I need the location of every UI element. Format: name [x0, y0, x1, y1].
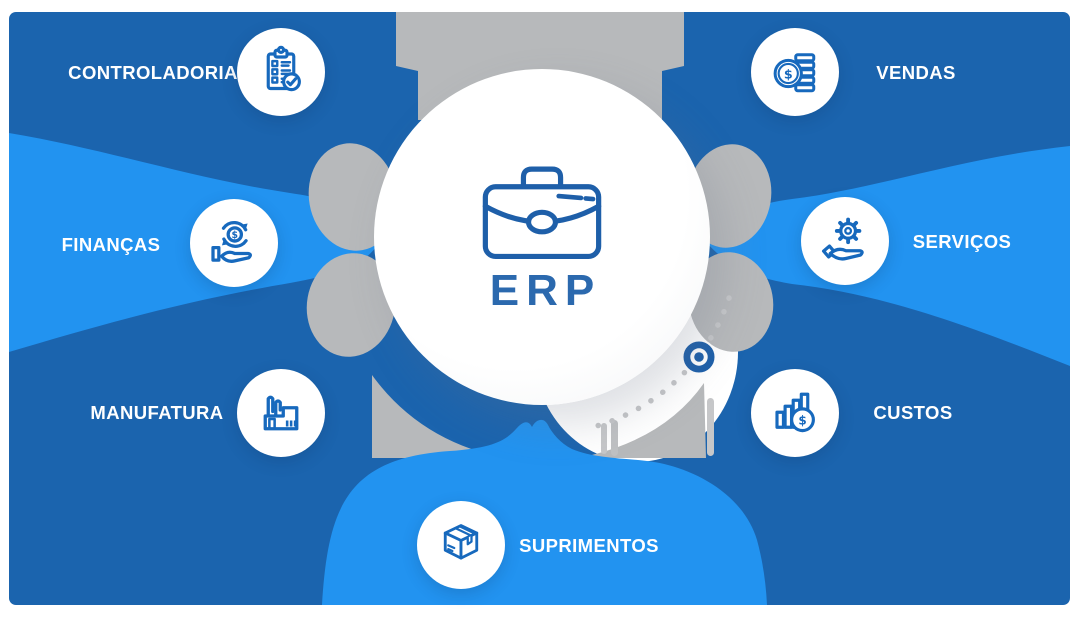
erp-center-circle: ERP: [374, 69, 710, 405]
label-servicos: SERVIÇOS: [912, 231, 1012, 252]
erp-title: ERP: [489, 266, 602, 315]
module-circle-servicos: [801, 197, 889, 285]
label-financas: FINANÇAS: [61, 234, 161, 255]
ruler-bar-icon: [707, 398, 714, 456]
label-custos: CUSTOS: [873, 402, 953, 423]
gear-shapes: [306, 12, 774, 463]
gear-hand-icon: [821, 217, 864, 261]
bullseye-node-icon: [681, 339, 717, 375]
module-circle-manufatura: [237, 369, 325, 457]
label-manufatura: MANUFATURA: [90, 402, 224, 423]
module-circle-financas: $: [190, 199, 278, 287]
gear-bottom-band: [372, 375, 706, 463]
gear-right-tooth-bottom: [688, 252, 774, 352]
coins-stack-icon: $: [773, 53, 816, 93]
gear-left-tooth-bottom: [306, 253, 396, 357]
module-circle-custos: $: [751, 369, 839, 457]
package-box-icon: [443, 524, 479, 560]
svg-text:$: $: [784, 67, 793, 82]
label-suprimentos: SUPRIMENTOS: [519, 535, 659, 556]
label-vendas: VENDAS: [876, 62, 956, 83]
briefcase-icon: [482, 166, 602, 260]
money-cycle-hand-icon: $: [211, 220, 252, 263]
chart-dollar-icon: $: [775, 392, 815, 433]
label-controladoria: CONTROLADORIA: [68, 62, 238, 83]
module-circle-suprimentos: [417, 501, 505, 589]
svg-text:$: $: [232, 230, 239, 241]
module-circle-controladoria: [237, 28, 325, 116]
module-circle-vendas: $: [751, 28, 839, 116]
right-wave-band: [706, 146, 1070, 366]
svg-text:$: $: [798, 413, 806, 427]
factory-icon: [263, 395, 299, 431]
tool-bar-icon: [611, 420, 618, 456]
screwdriver-icon: [601, 423, 607, 454]
clipboard-check-icon: [266, 45, 301, 92]
tool-shapes: [601, 398, 714, 456]
